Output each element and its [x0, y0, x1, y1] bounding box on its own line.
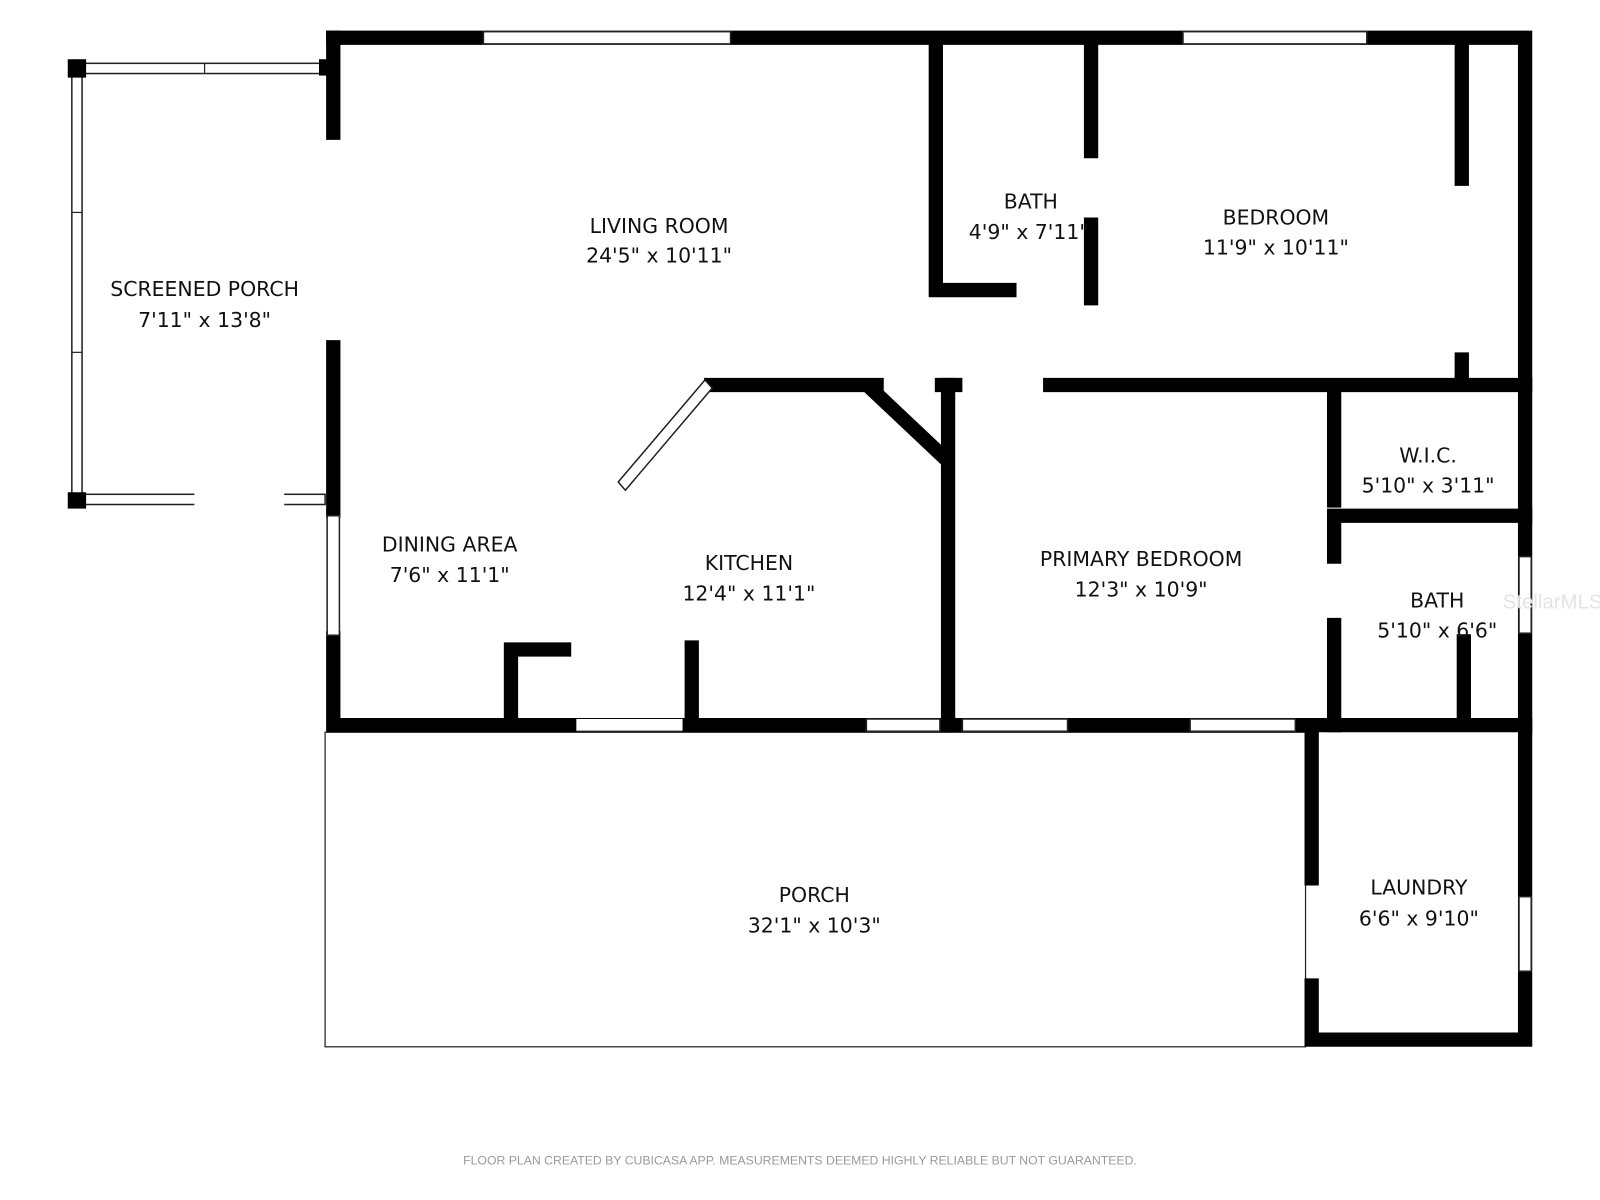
svg-text:LIVING ROOM: LIVING ROOM: [590, 214, 729, 238]
svg-text:4'9" x 7'11": 4'9" x 7'11": [969, 220, 1089, 244]
svg-text:BEDROOM: BEDROOM: [1223, 206, 1330, 230]
room-label-bath: BATH 4'9" x 7'11": [969, 189, 1089, 244]
svg-text:7'11" x 13'8": 7'11" x 13'8": [138, 308, 271, 332]
room-label-bath-2: BATH 5'10" x 6'6": [1377, 589, 1497, 643]
svg-text:24'5" x 10'11": 24'5" x 10'11": [586, 243, 732, 267]
svg-text:PORCH: PORCH: [779, 883, 850, 907]
room-label-kitchen: KITCHEN 12'4" x 11'1": [682, 551, 815, 606]
room-label-bedroom: BEDROOM 11'9" x 10'11": [1203, 206, 1349, 260]
room-label-dining-area: DINING AREA 7'6" x 11'1": [382, 532, 518, 587]
svg-text:DINING AREA: DINING AREA: [382, 532, 518, 556]
svg-text:12'3" x 10'9": 12'3" x 10'9": [1075, 577, 1208, 601]
svg-text:KITCHEN: KITCHEN: [705, 551, 793, 575]
svg-text:PRIMARY BEDROOM: PRIMARY BEDROOM: [1040, 547, 1242, 571]
svg-text:SCREENED PORCH: SCREENED PORCH: [110, 277, 299, 301]
room-label-laundry: LAUNDRY 6'6" x 9'10": [1359, 876, 1479, 931]
svg-text:LAUNDRY: LAUNDRY: [1370, 876, 1468, 900]
room-label-primary-bedroom: PRIMARY BEDROOM 12'3" x 10'9": [1040, 547, 1242, 602]
svg-text:W.I.C.: W.I.C.: [1399, 444, 1457, 468]
svg-text:BATH: BATH: [1004, 189, 1058, 213]
footer-disclaimer: FLOOR PLAN CREATED BY CUBICASA APP. MEAS…: [463, 1153, 1137, 1167]
svg-text:12'4" x 11'1": 12'4" x 11'1": [682, 582, 815, 606]
room-label-screened-porch: SCREENED PORCH 7'11" x 13'8": [110, 277, 299, 332]
room-label-porch: PORCH 32'1" x 10'3": [748, 883, 881, 938]
svg-text:32'1" x 10'3": 32'1" x 10'3": [748, 913, 881, 937]
svg-text:6'6" x 9'10": 6'6" x 9'10": [1359, 906, 1479, 930]
svg-text:11'9" x 10'11": 11'9" x 10'11": [1203, 235, 1349, 259]
walls: [326, 30, 1533, 1047]
room-label-living-room: LIVING ROOM 24'5" x 10'11": [586, 214, 732, 268]
svg-text:BATH: BATH: [1410, 589, 1464, 613]
svg-text:7'6" x 11'1": 7'6" x 11'1": [390, 563, 510, 587]
windows: [326, 30, 1532, 972]
svg-text:5'10" x 6'6": 5'10" x 6'6": [1377, 618, 1497, 642]
watermark: StellarMLS: [1503, 592, 1600, 614]
room-label-wic: W.I.C. 5'10" x 3'11": [1362, 444, 1495, 498]
svg-text:5'10" x 3'11": 5'10" x 3'11": [1362, 473, 1495, 497]
